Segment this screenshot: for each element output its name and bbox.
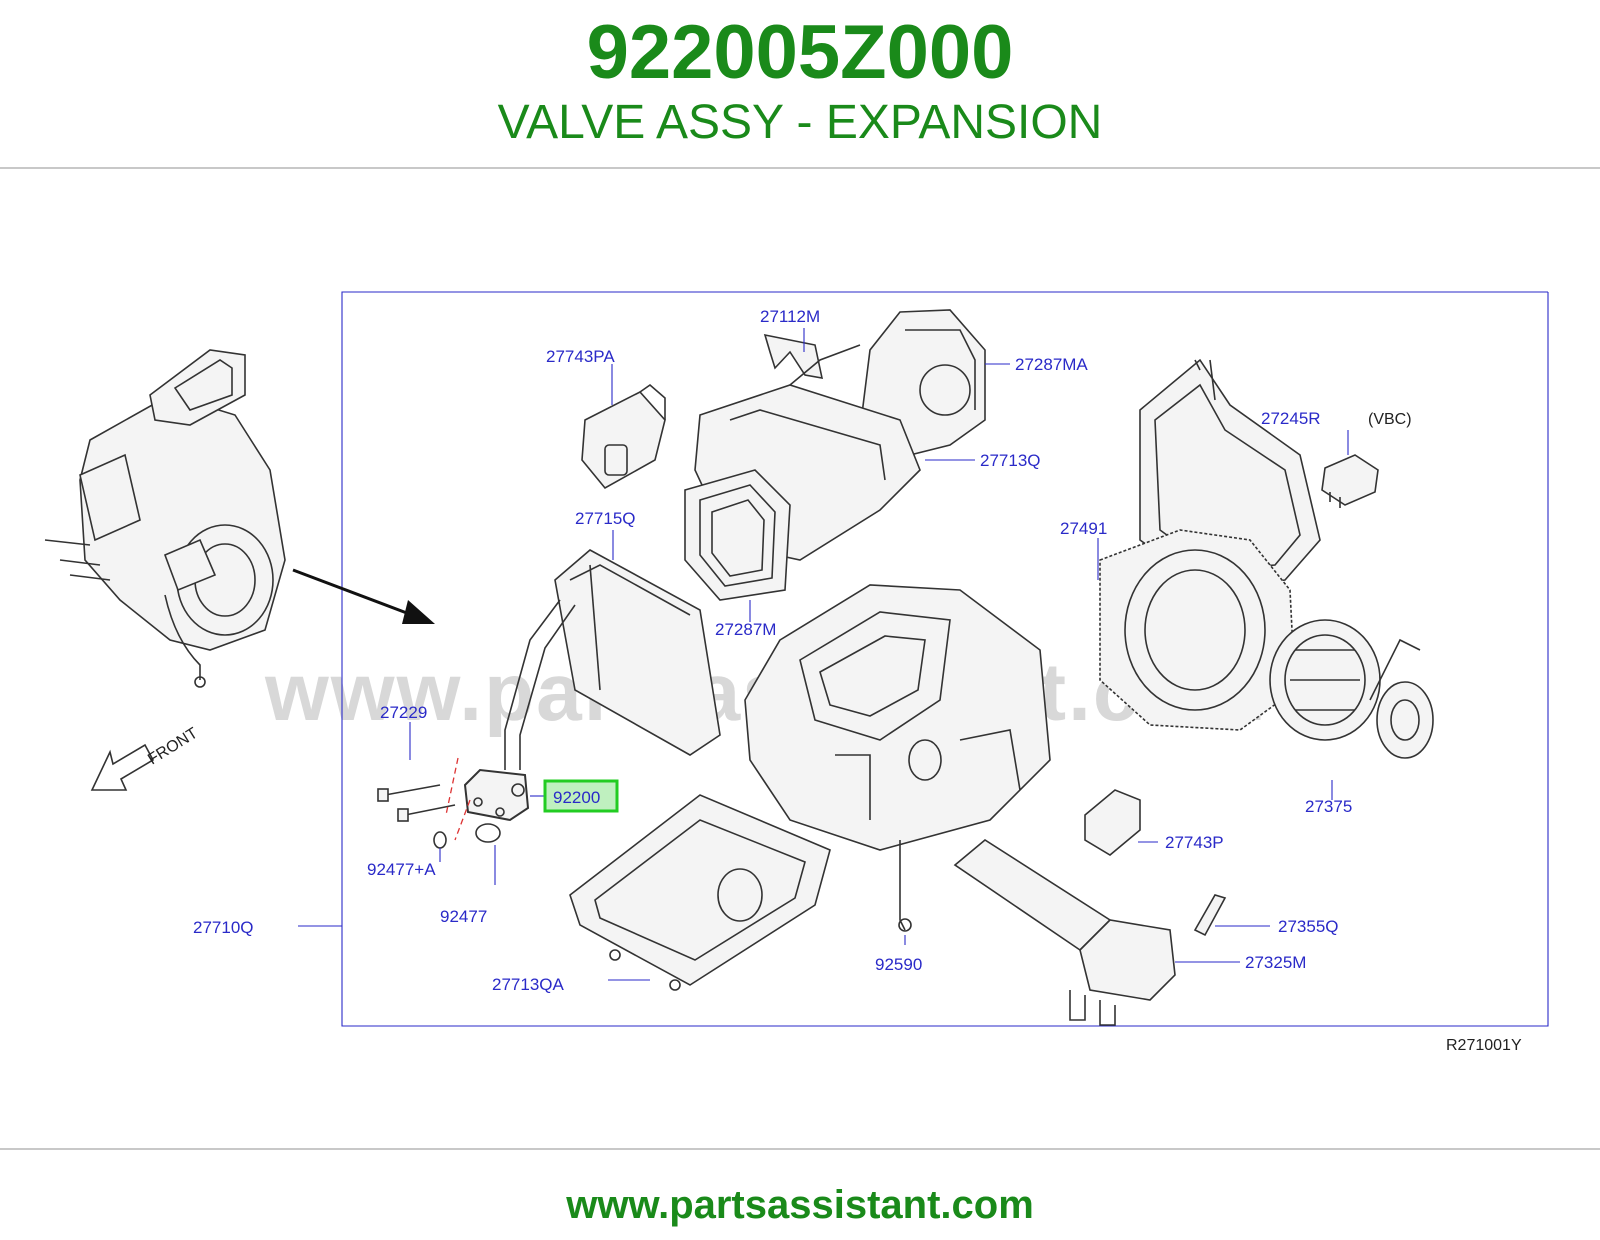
pointer-arrowhead — [402, 600, 435, 624]
part-drawing-27245R — [1321, 454, 1379, 508]
part-drawing-27112M — [763, 333, 824, 379]
part-drawing-92477 — [475, 823, 501, 843]
label-27715Q[interactable]: 27715Q — [575, 509, 636, 528]
front-label: FRONT — [145, 725, 201, 769]
part-drawing-92477A — [433, 831, 447, 849]
part-drawing-27375 — [1269, 619, 1434, 759]
label-27491[interactable]: 27491 — [1060, 519, 1107, 538]
label-27743PA[interactable]: 27743PA — [546, 347, 615, 366]
label-27710Q[interactable]: 27710Q — [193, 918, 254, 937]
top-divider — [0, 167, 1600, 169]
part-drawing-27715Q — [504, 549, 721, 770]
label-27229[interactable]: 27229 — [380, 703, 427, 722]
label-92477[interactable]: 92477 — [440, 907, 487, 926]
label-92477A[interactable]: 92477+A — [367, 860, 436, 879]
label-27713Q[interactable]: 27713Q — [980, 451, 1041, 470]
label-27287M[interactable]: 27287M — [715, 620, 776, 639]
label-92200[interactable]: 92200 — [553, 788, 600, 807]
label-27287MA[interactable]: 27287MA — [1015, 355, 1088, 374]
reference-code: R271001Y — [1446, 1037, 1522, 1054]
part-drawing-92200 — [463, 768, 530, 822]
part-drawing-27743PA — [581, 383, 666, 490]
label-92590[interactable]: 92590 — [875, 955, 922, 974]
label-27713QA[interactable]: 27713QA — [492, 975, 564, 994]
label-27245R[interactable]: 27245R — [1261, 409, 1321, 428]
part-drawing-27287M — [684, 469, 791, 601]
part-drawing-heater-unit — [744, 584, 1051, 932]
label-27375[interactable]: 27375 — [1305, 797, 1352, 816]
part-drawing-27491 — [1099, 358, 1321, 731]
bottom-divider — [0, 1148, 1600, 1150]
overview-assembly-drawing — [44, 349, 286, 688]
diagram-frame — [341, 291, 1549, 1027]
highlight-box-92200 — [543, 779, 619, 813]
part-drawing-27325M — [953, 839, 1176, 1026]
parts-diagram: www.partsassistant.com FRONT — [0, 265, 1600, 1085]
pointer-arrow — [292, 568, 421, 620]
label-27743P[interactable]: 27743P — [1165, 833, 1224, 852]
label-27355Q[interactable]: 27355Q — [1278, 917, 1339, 936]
part-drawing-27355Q — [1193, 894, 1227, 937]
footer-website-link[interactable]: www.partsassistant.com — [566, 1183, 1034, 1227]
part-drawing-27229 — [377, 757, 471, 841]
part-number-title: 922005Z000 — [586, 10, 1014, 95]
vbc-note: (VBC) — [1368, 411, 1412, 428]
label-27112M[interactable]: 27112M — [760, 307, 820, 326]
part-name-subtitle: VALVE ASSY - EXPANSION — [497, 96, 1103, 149]
part-drawing-27743P — [1084, 789, 1141, 856]
part-drawing-27713QA — [569, 794, 831, 991]
front-arrow-icon — [90, 743, 155, 791]
label-27325M[interactable]: 27325M — [1245, 953, 1306, 972]
